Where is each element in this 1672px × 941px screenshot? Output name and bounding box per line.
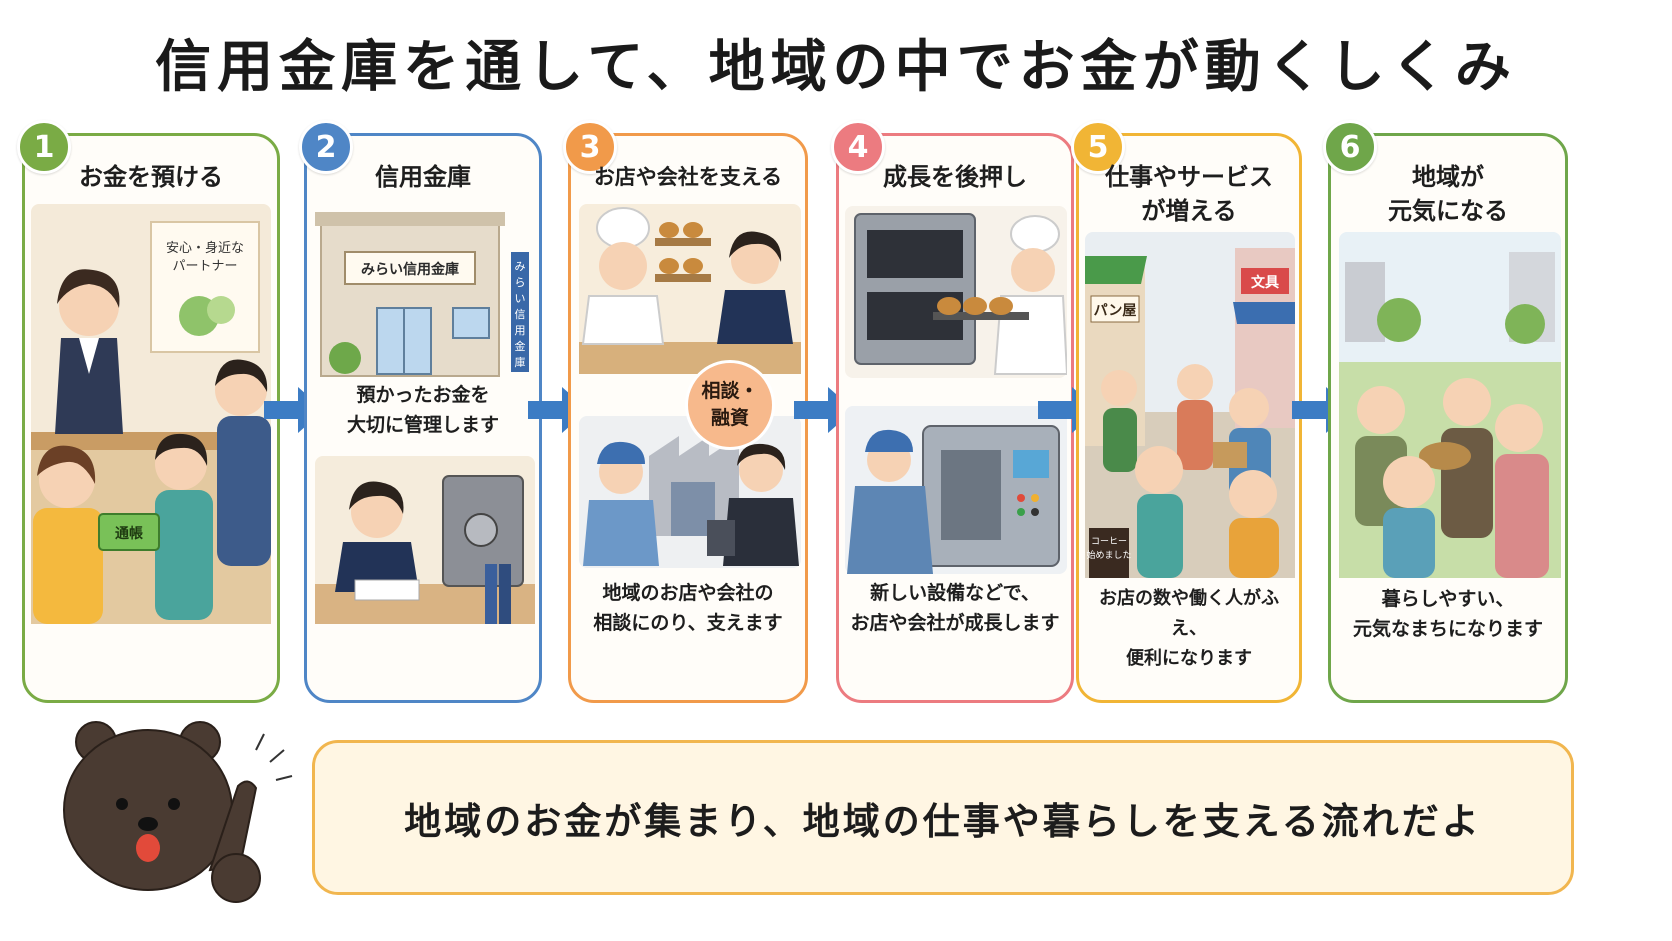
summary-message: 地域のお金が集まり、地域の仕事や暮らしを支える流れだよ [404, 799, 1482, 843]
passbook-label: 通帳 [115, 525, 143, 542]
consult-loan-label: 相談・ 融資 [701, 380, 759, 429]
step-card-5: 5 仕事やサービス が増える パン屋 文具 コーヒー [1071, 120, 1302, 703]
happy-town-illustration [1339, 232, 1561, 578]
step-caption-4: 新しい設備などで、 お店や会社が成長します [850, 582, 1060, 634]
summary-message-box: 地域のお金が集まり、地域の仕事や暮らしを支える流れだよ [312, 740, 1574, 895]
step-number-4: 4 [831, 120, 885, 174]
vertical-sign-7: 庫 [515, 355, 526, 369]
factory-meeting-illustration [579, 416, 801, 568]
board-line1: コーヒー [1091, 536, 1127, 547]
bank-counter-illustration: 安心・身近な パートナー 通帳 [31, 204, 271, 624]
vertical-sign-5: 用 [515, 324, 526, 337]
consult-loan-badge: 相談・ 融資 [685, 360, 775, 450]
baker-banker-illustration [579, 204, 801, 374]
shopping-street-illustration: パン屋 文具 コーヒー 始めました [1085, 232, 1295, 578]
step-title-4: 成長を後押し [883, 163, 1027, 191]
step-title-2: 信用金庫 [375, 163, 471, 191]
machine-worker-illustration [845, 406, 1067, 574]
step-title-6: 地域が 元気になる [1388, 163, 1508, 225]
oven-chef-illustration [845, 206, 1067, 378]
step-card-2: 2 信用金庫 みらい信用金庫 み ら い 信 用 金 庫 預かったお金を 大切に… [299, 120, 542, 703]
bank-building-illustration: みらい信用金庫 み ら い 信 用 金 庫 [315, 208, 535, 378]
step-number-6: 6 [1323, 120, 1377, 174]
bear-mascot-icon [63, 721, 293, 903]
stationery-sign: 文具 [1251, 274, 1279, 291]
step-card-3: 3 お店や会社を支える [563, 120, 808, 703]
vertical-sign-4: 信 [515, 308, 526, 321]
vertical-sign-1: み [515, 260, 526, 273]
step-card-6: 6 地域が 元気になる 暮らしやすい、 元気なまちになります [1323, 120, 1568, 703]
step-card-4: 4 成長を後押し 新 [831, 120, 1074, 703]
vertical-sign-6: 金 [515, 339, 526, 353]
step-caption-6: 暮らしやすい、 元気なまちになります [1352, 588, 1543, 640]
step-title-3: お店や会社を支える [593, 165, 783, 189]
step-title-5: 仕事やサービス が増える [1105, 163, 1273, 225]
vertical-sign-2: ら [515, 276, 526, 289]
step-title-1: お金を預ける [79, 163, 223, 191]
poster-line1: 安心・身近な [166, 240, 244, 256]
board-line2: 始めました [1086, 549, 1131, 561]
step-number-5: 5 [1071, 120, 1125, 174]
step-card-1: 1 お金を預ける 安心・身近な パートナー [17, 120, 280, 703]
step-caption-3: 地域のお店や会社の 相談にのり、支えます [593, 582, 783, 634]
step-number-1: 1 [17, 120, 71, 174]
poster-line2: パートナー [172, 259, 237, 274]
step-number-3: 3 [563, 120, 617, 174]
vertical-sign-3: い [515, 292, 526, 305]
bear-mascot [60, 720, 300, 925]
page-title: 信用金庫を通して、地域の中でお金が動くしくみ [155, 35, 1517, 100]
step-number-2: 2 [299, 120, 353, 174]
bakery-sign: パン屋 [1094, 303, 1137, 319]
step-caption-2: 預かったお金を 大切に管理します [346, 384, 499, 436]
step-caption-5: お店の数や働く人がふえ、 便利になります [1099, 588, 1279, 669]
clerk-safe-illustration [315, 456, 535, 624]
building-sign: みらい信用金庫 [361, 261, 459, 278]
